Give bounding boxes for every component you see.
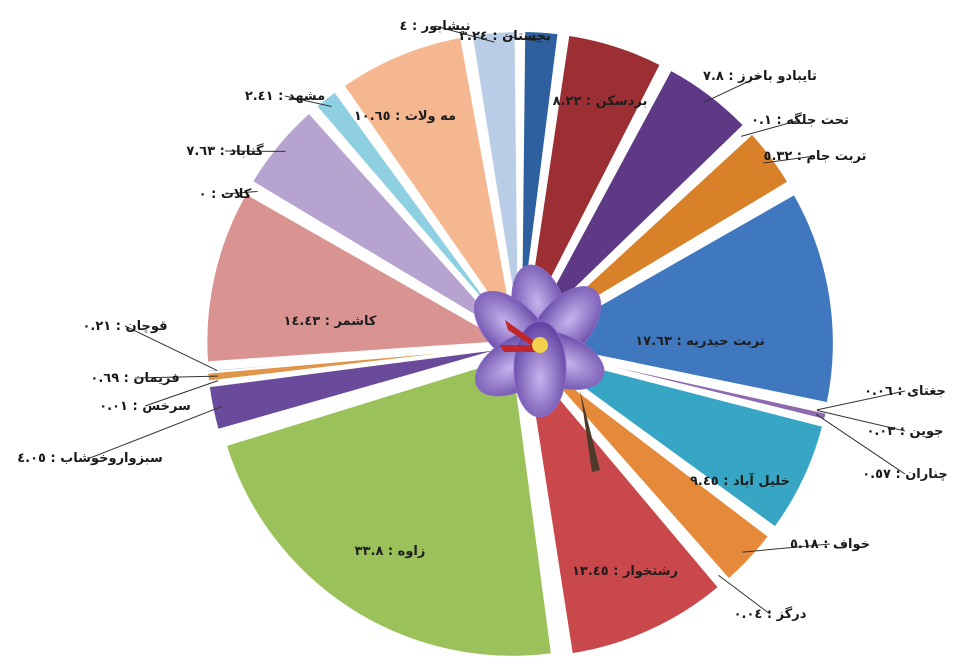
slice-label: درگز : ۰.۰٤ [734, 606, 807, 622]
pie-slice [529, 353, 771, 581]
leader-line [89, 405, 223, 459]
slice-label: سرخس : ۰.۰۱ [99, 399, 191, 414]
flower-stigma [505, 320, 540, 350]
slice-label: خلیل آباد : ۹.٤٥ [690, 472, 790, 489]
flower-stem [580, 390, 600, 472]
slice-label: تربت جام : ٥.۳۲ [764, 149, 867, 164]
slice-label: سبزواروخوشاب : ٤.۰٥ [17, 451, 163, 466]
pie-slice [470, 30, 520, 332]
leader-line [504, 35, 541, 43]
slice-label: تحت جلگه : ۰.۱ [751, 112, 849, 128]
pie-slice [519, 30, 560, 332]
labels-layer: بجستان : ۳.۲٤ بردسکن : ۸.۲۲ تایبادو باخرز … [17, 19, 948, 622]
slice-label: بردسکن : ۸.۲۲ [553, 94, 648, 109]
pie-slice [529, 127, 751, 337]
leader-line [815, 413, 906, 475]
pie-slice [342, 35, 516, 333]
pie-slice [205, 345, 507, 374]
slice-label: رشتخوار : ۱۳.٤٥ [572, 564, 678, 579]
pie-slice [524, 354, 721, 656]
leader-line [816, 390, 906, 411]
leader-line [134, 375, 218, 379]
flower-stigma [500, 345, 540, 352]
pie-slice [205, 191, 510, 364]
leader-line [718, 574, 771, 615]
slice-label: تربت حیدریه : ۱۷.٦۳ [635, 334, 765, 349]
slice-label: چناران : ۰.٥۷ [862, 467, 948, 482]
leader-line [742, 543, 831, 553]
leader-line [434, 25, 495, 43]
slice-label: کاشمر : ۱٤.٤۳ [284, 314, 377, 329]
flower-center [532, 337, 548, 353]
slice-label: تایبادو باخرز : ۷.۸ [703, 69, 817, 84]
slice-label: کلات : ۰ [199, 187, 252, 202]
leader-line [763, 155, 816, 164]
slice-label: بجستان : ۳.۲٤ [459, 29, 551, 44]
pie-slice [523, 33, 663, 333]
saffron-flower-icon [473, 264, 605, 472]
slice-label: فریمان : ۰.٦۹ [90, 371, 179, 386]
pie-slice [224, 355, 554, 658]
leader-line [284, 95, 332, 107]
leader-line [144, 380, 219, 407]
slice-label: جغتای : ۰.۰٦ [864, 384, 946, 399]
slice-label: خواف : ٥.۱۸ [790, 537, 870, 552]
pie-slice [207, 346, 507, 432]
pie-slice [528, 354, 727, 585]
leader-line [816, 409, 906, 432]
pie-slice [532, 350, 825, 529]
slice-label: قوچان : ۰.۲۱ [82, 319, 167, 334]
slice-label: گناباد : ۷.٦۳ [186, 143, 264, 159]
pie-slice [527, 68, 746, 335]
slice-label: نیشابور : ٤ [399, 19, 470, 34]
leader-line [740, 119, 801, 137]
slices-layer [205, 30, 835, 658]
slice-label: زاوه : ۳۳.۸ [355, 544, 426, 559]
leader-line [703, 75, 761, 104]
pie-slice [250, 111, 510, 337]
pie-slice [314, 90, 513, 335]
leader-line [224, 190, 258, 195]
slice-label: جوین : ۰.۰۳ [866, 424, 943, 439]
leader-line [124, 325, 218, 371]
slice-label: مشهد : ۲.٤۱ [245, 89, 325, 104]
slice-label: مه ولات : ۱۰.٦٥ [354, 109, 456, 124]
pie-slice [531, 192, 835, 405]
